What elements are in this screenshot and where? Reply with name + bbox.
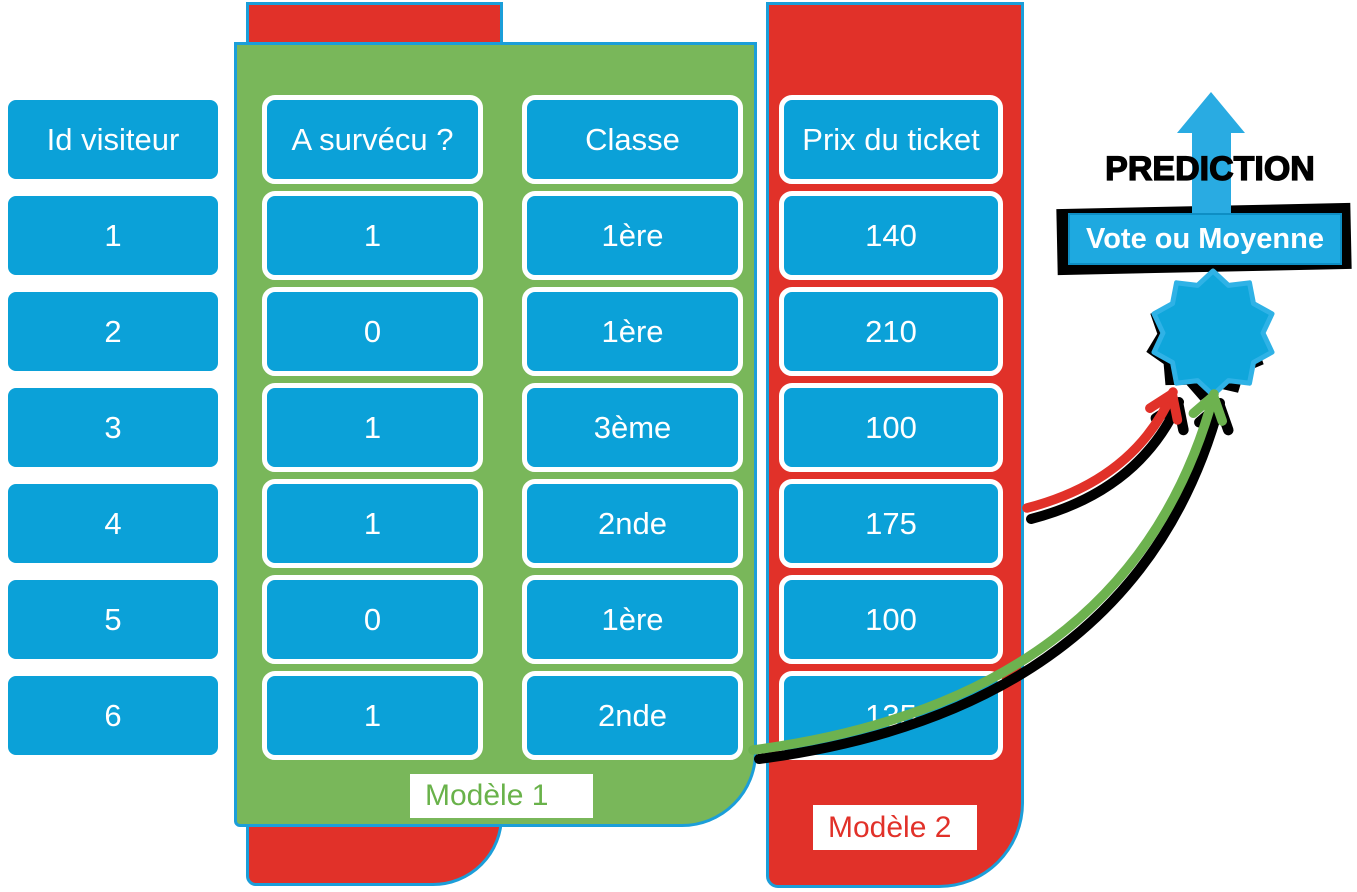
cell-prix: 140	[779, 191, 1003, 280]
model2-label: Modèle 2	[813, 805, 977, 850]
cell-classe: 1ère	[522, 191, 743, 280]
model1-label: Modèle 1	[410, 774, 593, 818]
cell-survecu: 1	[262, 383, 483, 472]
cell-classe: 1ère	[522, 287, 743, 376]
cell-id: 6	[3, 671, 223, 760]
prediction-title: PREDICTION	[1105, 149, 1316, 188]
col-header-a-survecu: A survécu ?	[262, 95, 483, 184]
prediction-up-arrow-icon	[1177, 92, 1245, 218]
cell-id: 2	[3, 287, 223, 376]
vote-ou-moyenne-box: Vote ou Moyenne	[1068, 213, 1342, 265]
cell-survecu: 1	[262, 479, 483, 568]
col-header-prix-du-ticket: Prix du ticket	[779, 95, 1003, 184]
cell-prix: 175	[779, 479, 1003, 568]
cell-classe: 1ère	[522, 575, 743, 664]
cell-survecu: 0	[262, 575, 483, 664]
cell-survecu: 1	[262, 191, 483, 280]
cell-id: 4	[3, 479, 223, 568]
cell-prix: 100	[779, 575, 1003, 664]
cell-survecu: 1	[262, 671, 483, 760]
cell-prix: 100	[779, 383, 1003, 472]
cell-prix: 210	[779, 287, 1003, 376]
cell-classe: 2nde	[522, 671, 743, 760]
cell-id: 1	[3, 191, 223, 280]
cell-id: 3	[3, 383, 223, 472]
cell-classe: 2nde	[522, 479, 743, 568]
col-header-id-visiteur: Id visiteur	[3, 95, 223, 184]
model2-to-vote-arrow	[1022, 387, 1189, 524]
col-header-classe: Classe	[522, 95, 743, 184]
vote-ou-moyenne-label: Vote ou Moyenne	[1086, 222, 1324, 255]
cell-id: 5	[3, 575, 223, 664]
cell-survecu: 0	[262, 287, 483, 376]
cell-classe: 3ème	[522, 383, 743, 472]
model1-to-vote-arrow	[748, 389, 1234, 764]
